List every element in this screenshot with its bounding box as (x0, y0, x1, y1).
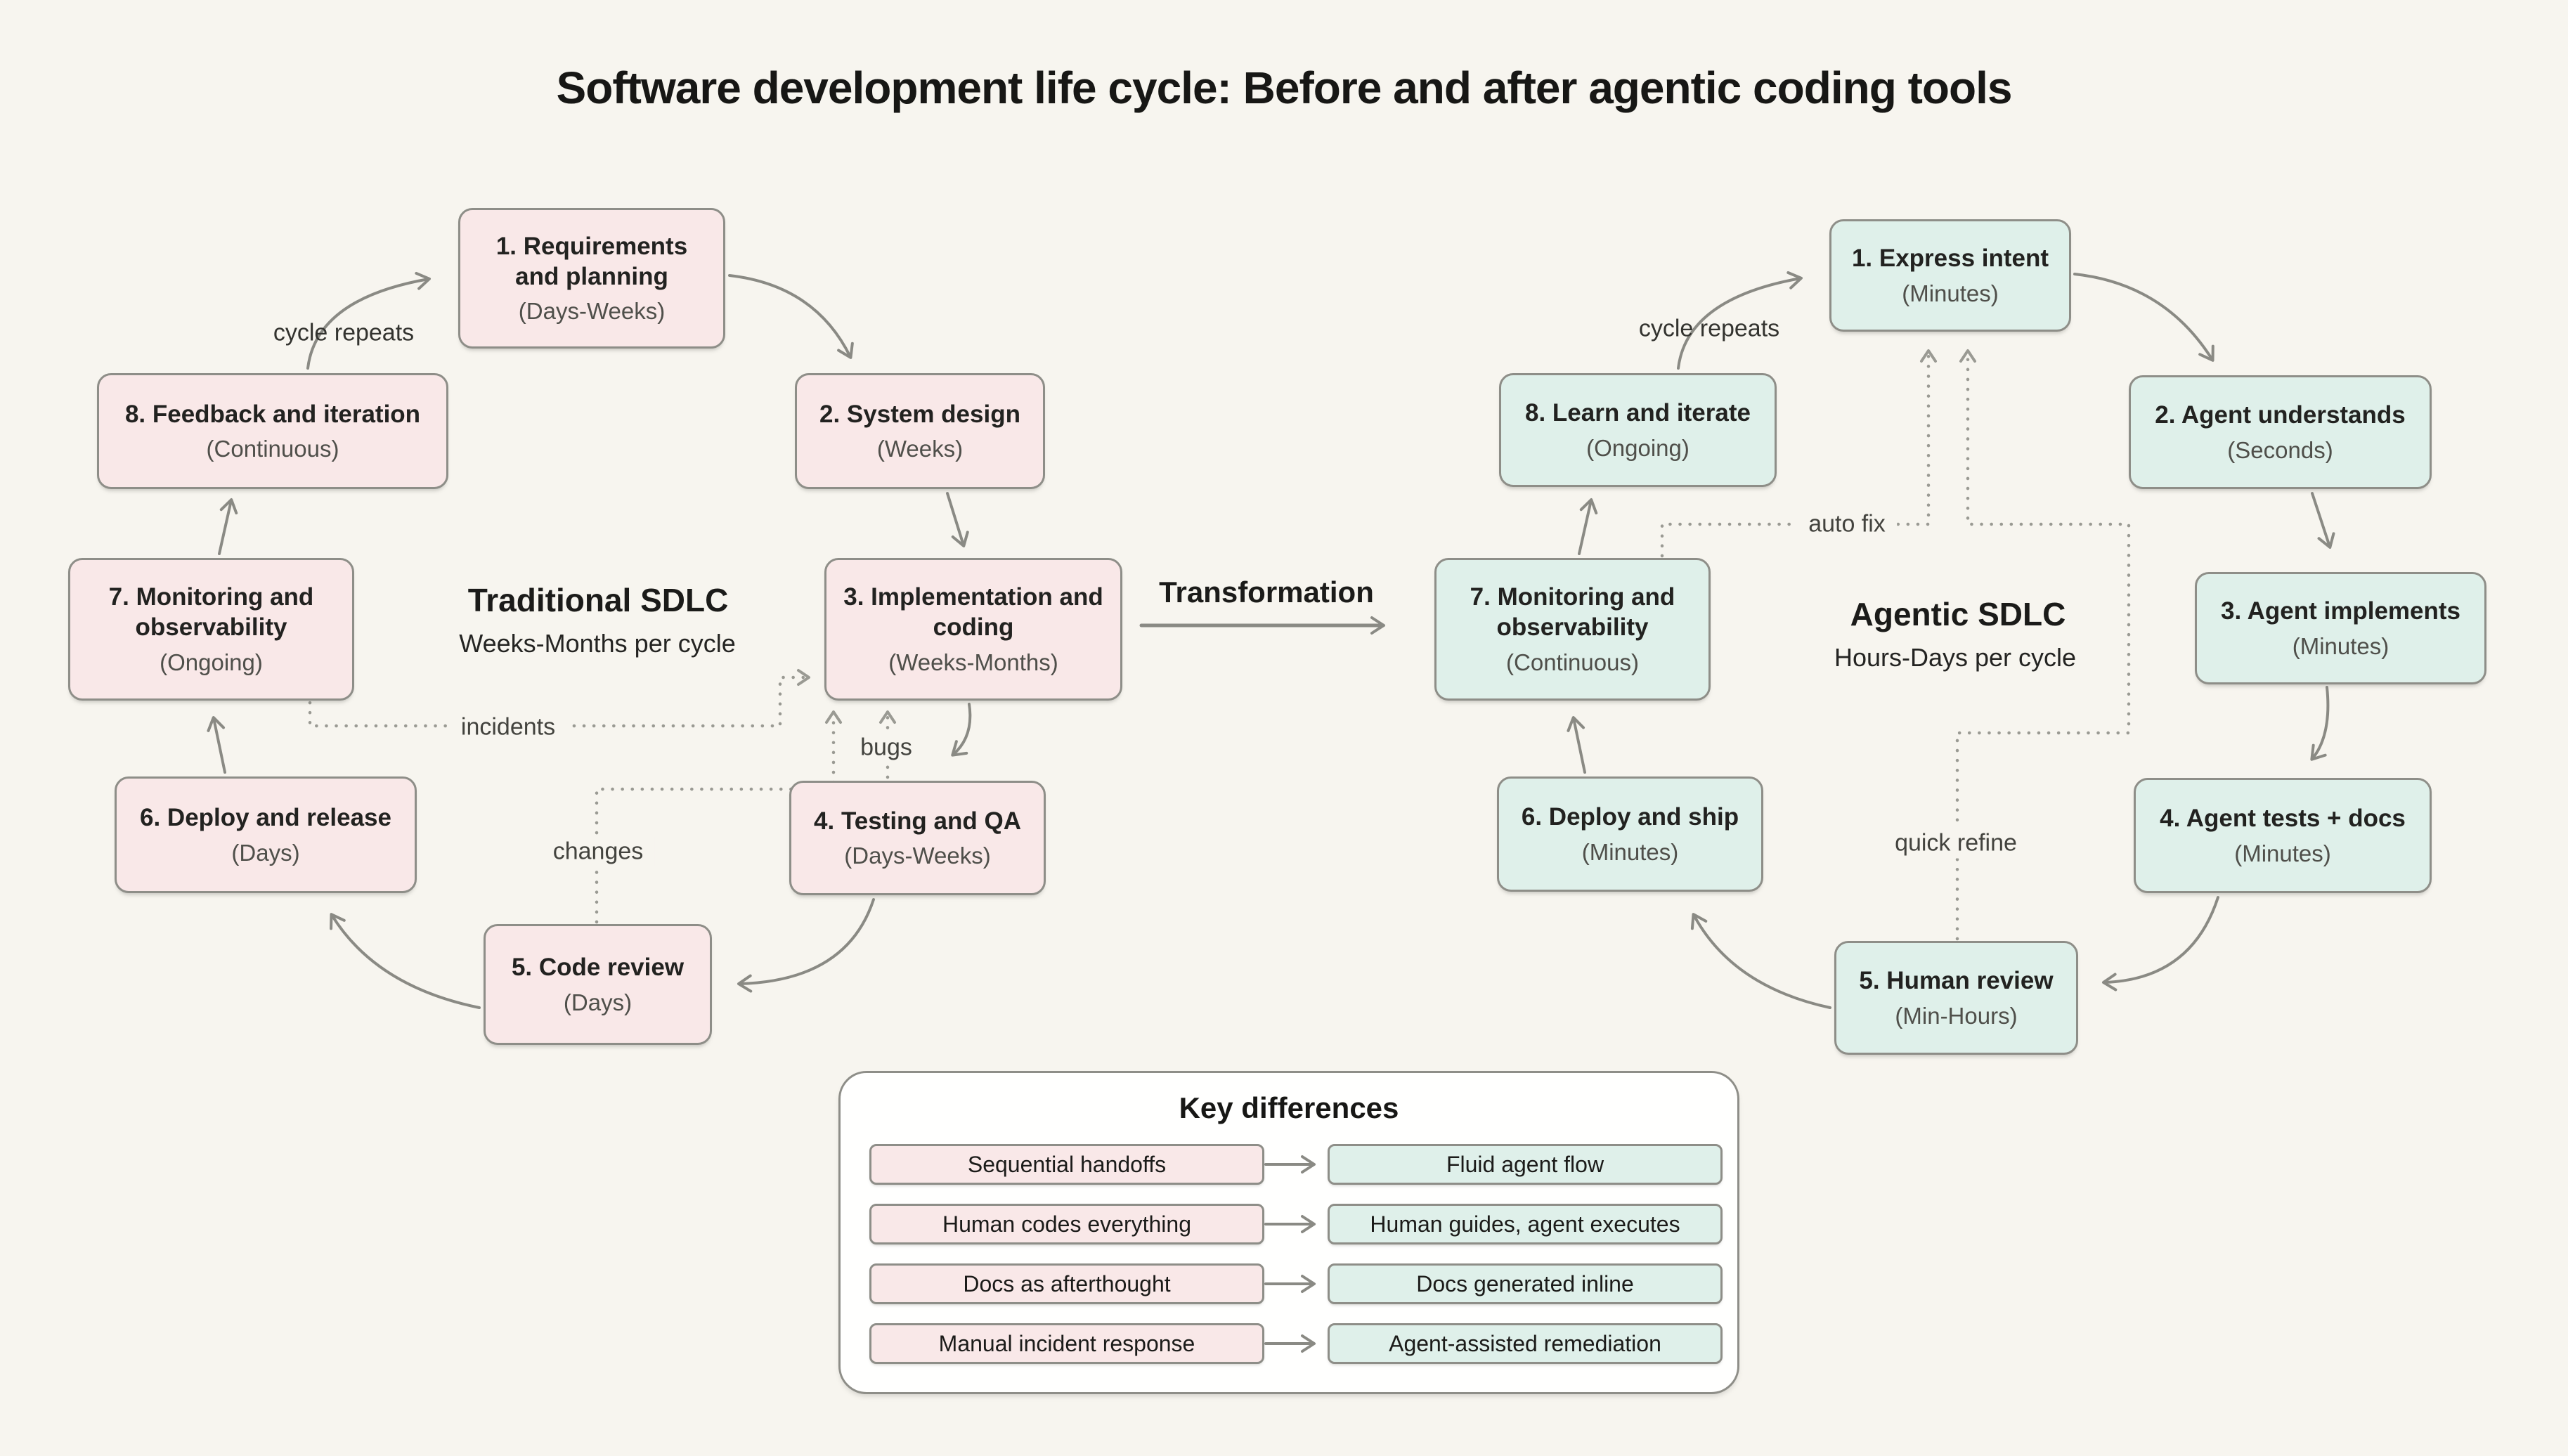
changes-label: changes (541, 836, 655, 867)
step-title: 6. Deploy and release (140, 804, 391, 832)
step-duration: (Continuous) (1506, 649, 1639, 675)
trad-step-2-system-design: 2. System design (Weeks) (795, 373, 1045, 489)
step-duration: (Days-Weeks) (518, 298, 666, 325)
arrow-agent-2-to-3 (2311, 492, 2335, 549)
step-title: 3. Agent implements (2221, 597, 2460, 625)
step-duration: (Weeks-Months) (888, 649, 1058, 675)
trad-step-5-code-review: 5. Code review (Days) (484, 924, 712, 1045)
step-title: 4. Testing and QA (814, 807, 1021, 835)
agent-step-5-human-review: 5. Human review (Min-Hours) (1834, 941, 2078, 1055)
right-arrow-icon (1264, 1215, 1316, 1233)
trad-step-1-requirements: 1. Requirements and planning (Days-Weeks… (458, 208, 725, 349)
key-difference-row: Docs as afterthought Docs generated inli… (869, 1263, 1723, 1304)
trad-step-4-testing: 4. Testing and QA (Days-Weeks) (789, 781, 1046, 895)
step-title: 1. Express intent (1851, 245, 2049, 273)
right-arrow-icon (1264, 1155, 1316, 1174)
bugs-label: bugs (849, 732, 923, 763)
arrow-agent-7-to-8 (1578, 498, 1598, 555)
arrow-trad-7-to-8 (218, 498, 238, 555)
agent-cycle-repeats-label: cycle repeats (1638, 315, 1780, 342)
step-title: 5. Human review (1859, 967, 2054, 995)
trad-step-3-implementation: 3. Implementation and coding (Weeks-Mont… (824, 558, 1122, 701)
step-duration: (Ongoing) (160, 649, 263, 675)
transformation-label: Transformation (1159, 576, 1374, 609)
agent-step-2-understands: 2. Agent understands (Seconds) (2129, 375, 2432, 489)
after-pill: Agent-assisted remediation (1328, 1323, 1723, 1364)
agent-step-4-tests-docs: 4. Agent tests + docs (Minutes) (2134, 778, 2432, 893)
agentic-subheading: Hours-Days per cycle (1834, 643, 2077, 672)
step-title: 2. Agent understands (2155, 401, 2406, 429)
arrow-trad-6-to-7 (207, 716, 226, 774)
arrow-trad-4-to-5 (737, 898, 875, 993)
arrow-trad-2-to-3 (946, 492, 969, 547)
agent-step-1-express-intent: 1. Express intent (Minutes) (1829, 219, 2071, 332)
before-pill: Manual incident response (869, 1323, 1264, 1364)
step-title: 3. Implementation and coding (843, 583, 1103, 641)
key-difference-row: Human codes everything Human guides, age… (869, 1204, 1723, 1244)
arrow-agent-3-to-4 (2310, 686, 2330, 761)
step-title: 4. Agent tests + docs (2160, 805, 2406, 833)
step-duration: (Minutes) (1581, 838, 1679, 865)
agent-step-3-implements: 3. Agent implements (Minutes) (2195, 572, 2486, 684)
step-duration: (Days-Weeks) (844, 843, 991, 869)
step-duration: (Continuous) (206, 436, 339, 462)
right-arrow-icon (1264, 1275, 1316, 1293)
arrow-agent-5-to-6 (1690, 913, 1831, 1009)
step-title: 5. Code review (511, 954, 685, 982)
key-difference-row: Sequential handoffs Fluid agent flow (869, 1144, 1723, 1185)
arrow-agent-1-to-2 (2073, 273, 2214, 362)
step-title: 1. Requirements and planning (495, 232, 688, 290)
arrow-agent-6-to-7 (1567, 716, 1586, 774)
arrow-trad-1-to-2 (728, 274, 854, 359)
agent-step-7-monitoring: 7. Monitoring and observability (Continu… (1434, 558, 1711, 701)
step-duration: (Min-Hours) (1895, 1002, 2018, 1029)
arrow-agent-4-to-5 (2102, 896, 2219, 992)
agentic-heading: Agentic SDLC (1850, 596, 2066, 632)
step-duration: (Minutes) (2234, 840, 2331, 866)
trad-step-6-deploy: 6. Deploy and release (Days) (115, 776, 417, 893)
step-duration: (Weeks) (876, 436, 964, 462)
trad-cycle-repeats-label: cycle repeats (273, 319, 415, 346)
before-pill: Docs as afterthought (869, 1263, 1264, 1304)
trad-step-8-feedback: 8. Feedback and iteration (Continuous) (97, 373, 448, 489)
arrow-trad-8-to-1 (306, 271, 431, 370)
before-pill: Human codes everything (869, 1204, 1264, 1244)
after-pill: Docs generated inline (1328, 1263, 1723, 1304)
key-differences-panel: Key differences Sequential handoffs Flui… (838, 1071, 1739, 1394)
trad-step-7-monitoring: 7. Monitoring and observability (Ongoing… (68, 558, 354, 701)
traditional-heading: Traditional SDLC (467, 582, 729, 618)
step-title: 8. Learn and iterate (1525, 399, 1751, 427)
step-title: 7. Monitoring and observability (108, 583, 314, 641)
arrow-agent-8-to-1 (1677, 271, 1803, 370)
arrow-trad-5-to-6 (330, 913, 481, 1009)
after-pill: Fluid agent flow (1328, 1144, 1723, 1185)
page-title: Software development life cycle: Before … (556, 63, 2013, 113)
arrow-trad-3-to-4 (951, 703, 972, 757)
agent-step-8-learn-iterate: 8. Learn and iterate (Ongoing) (1499, 373, 1777, 487)
traditional-subheading: Weeks-Months per cycle (459, 629, 736, 658)
right-arrow-icon (1264, 1334, 1316, 1353)
step-title: 6. Deploy and ship (1521, 803, 1739, 831)
step-duration: (Minutes) (2292, 632, 2389, 659)
step-title: 7. Monitoring and observability (1470, 583, 1675, 641)
auto-fix-label: auto fix (1797, 509, 1897, 540)
before-pill: Sequential handoffs (869, 1144, 1264, 1185)
step-duration: (Seconds) (2227, 436, 2333, 463)
step-title: 8. Feedback and iteration (124, 400, 421, 428)
quick-refine-label: quick refine (1883, 828, 2028, 859)
step-duration: (Days) (563, 989, 633, 1015)
step-duration: (Minutes) (1902, 280, 1999, 306)
step-duration: (Ongoing) (1586, 434, 1690, 461)
key-difference-row: Manual incident response Agent-assisted … (869, 1323, 1723, 1364)
after-pill: Human guides, agent executes (1328, 1204, 1723, 1244)
key-differences-title: Key differences (1179, 1091, 1399, 1124)
incidents-label: incidents (449, 712, 567, 743)
agent-step-6-deploy-ship: 6. Deploy and ship (Minutes) (1497, 776, 1763, 892)
step-title: 2. System design (819, 400, 1020, 428)
step-duration: (Days) (231, 839, 300, 866)
